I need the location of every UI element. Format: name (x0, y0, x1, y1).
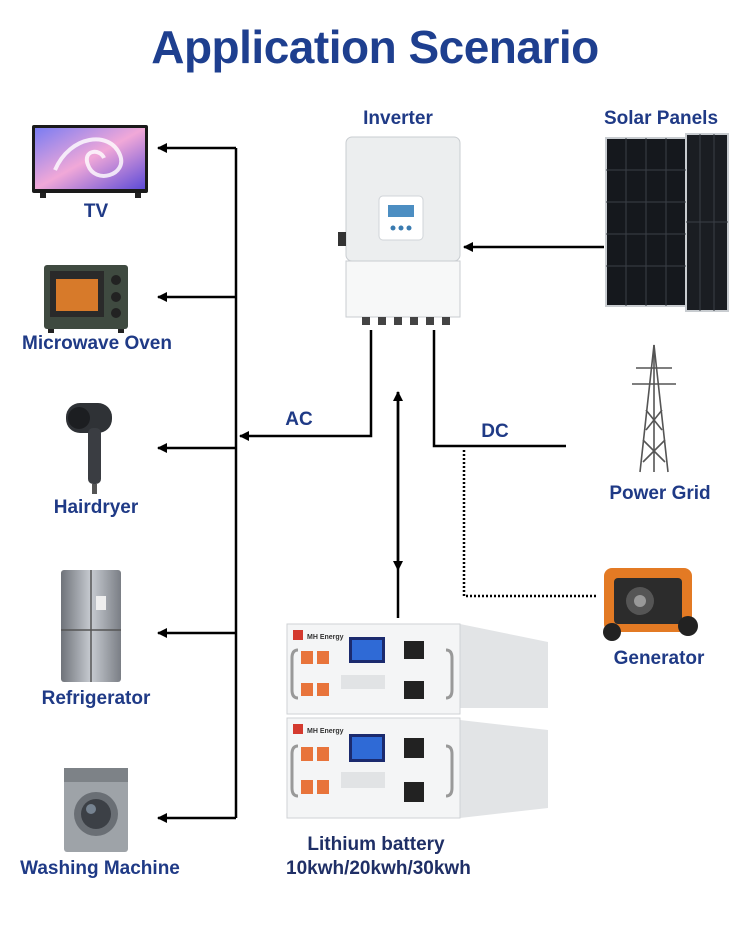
battery-capacity-label: 10kwh/20kwh/30kwh (286, 858, 471, 879)
inverter-label: Inverter (363, 108, 433, 129)
inverter-ac-line (239, 330, 373, 441)
microwave-label: Microwave Oven (22, 333, 172, 354)
battery-brand-bottom: MH Energy (307, 728, 344, 735)
refrigerator-label: Refrigerator (41, 688, 151, 709)
hairdryer-icon (66, 403, 112, 494)
dc-line (432, 330, 566, 448)
tv-label: TV (83, 201, 109, 222)
inverter-icon (338, 136, 461, 325)
battery-name-label: Lithium battery (307, 834, 445, 855)
tv-icon (32, 125, 148, 198)
dc-line-label: DC (481, 421, 509, 442)
solar-panels-label: Solar Panels (603, 108, 719, 129)
washing-machine-icon (64, 768, 128, 852)
refrigerator-icon (61, 570, 121, 682)
power-grid-label: Power Grid (609, 483, 711, 504)
solar-panels-icon (605, 133, 729, 312)
generator-line (462, 450, 598, 598)
ac-line-label: AC (285, 409, 313, 430)
lithium-battery-icon: MH Energy MH Energy (286, 623, 548, 819)
hairdryer-label: Hairdryer (53, 497, 139, 518)
wiring (157, 143, 604, 823)
generator-label: Generator (613, 648, 705, 669)
power-grid-icon (632, 344, 676, 473)
generator-icon (603, 568, 698, 641)
microwave-icon (44, 265, 128, 333)
washing-machine-label: Washing Machine (20, 858, 180, 879)
page-title: Application Scenario (151, 21, 599, 73)
battery-brand-top: MH Energy (307, 634, 344, 641)
